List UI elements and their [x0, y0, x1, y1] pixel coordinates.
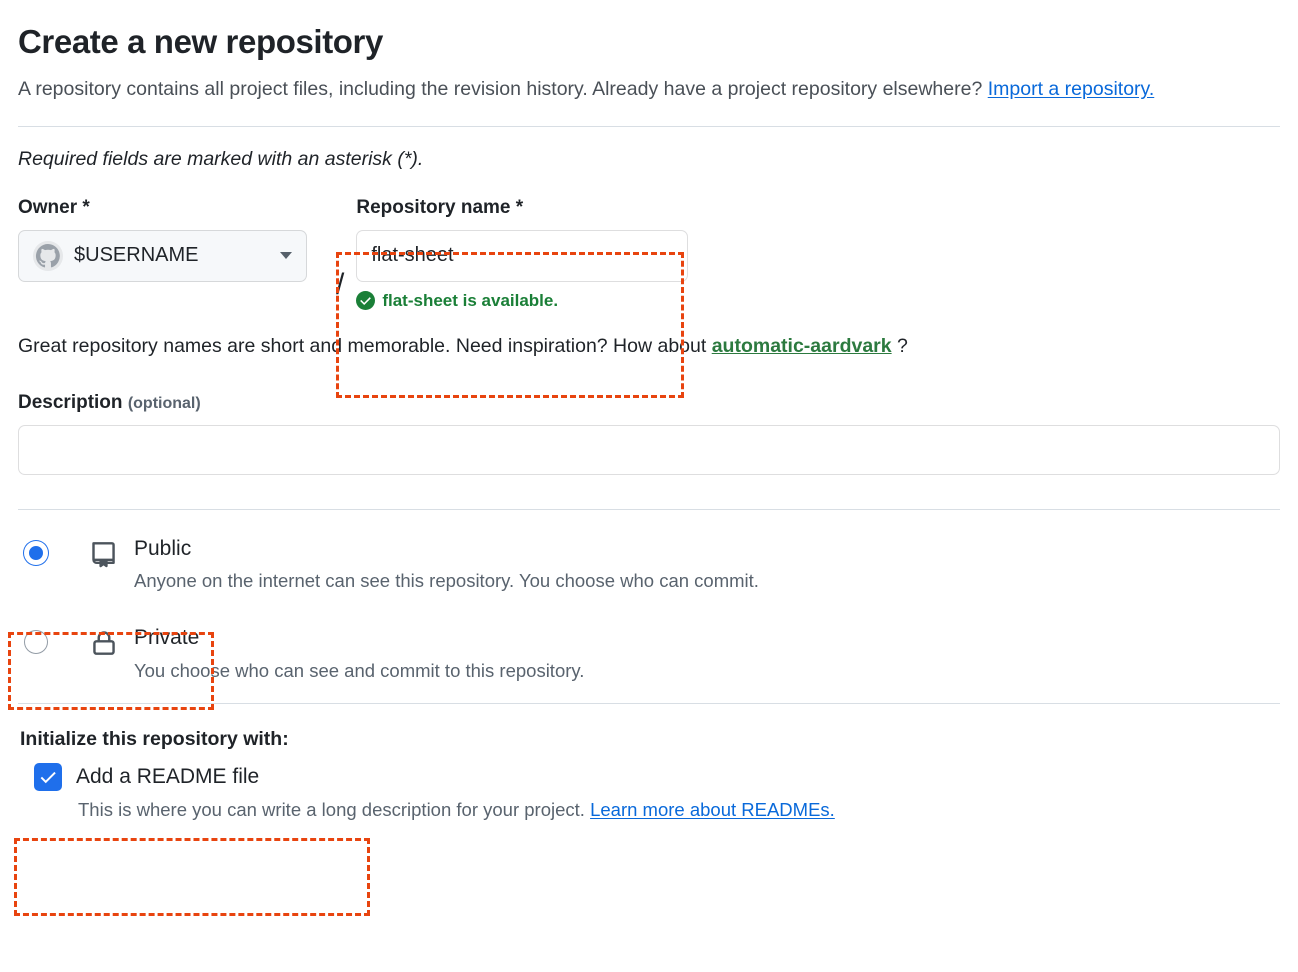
path-separator: /: [336, 267, 345, 301]
description-optional-tag: (optional): [127, 394, 201, 412]
learn-more-readmes-link[interactable]: Learn more about READMEs.: [590, 799, 835, 821]
chevron-down-icon: [280, 252, 292, 260]
visibility-radio-group: Public Anyone on the internet can see th…: [18, 537, 1280, 684]
divider-top: [18, 125, 1280, 127]
repo-book-icon: [88, 537, 120, 569]
checkmark-icon: [40, 772, 56, 784]
availability-message: flat-sheet is available.: [356, 291, 688, 311]
name-suggestion: Great repository names are short and mem…: [18, 335, 1280, 358]
radio-private[interactable]: [24, 630, 48, 655]
page-subtitle-text: A repository contains all project files,…: [18, 78, 988, 101]
readme-checkbox[interactable]: [34, 763, 62, 792]
description-input[interactable]: [18, 424, 1280, 475]
readme-checkbox-row[interactable]: Add a README file: [34, 763, 1280, 792]
repository-name-label: Repository name *: [356, 196, 524, 218]
visibility-option-private[interactable]: Private You choose who can see and commi…: [18, 626, 1280, 683]
repository-name-input[interactable]: [356, 229, 689, 282]
page-subtitle: A repository contains all project files,…: [18, 74, 1208, 104]
owner-label: Owner *: [18, 196, 90, 218]
description-label-text: Description: [18, 391, 123, 413]
annotation-box-initialize: [14, 838, 370, 916]
suggestion-text-after: ?: [891, 334, 908, 357]
suggested-name-link[interactable]: automatic-aardvark: [711, 334, 892, 357]
page-title: Create a new repository: [18, 23, 383, 60]
availability-text: flat-sheet is available.: [382, 290, 559, 310]
visibility-private-name: Private: [134, 626, 200, 650]
suggestion-text-before: Great repository names are short and mem…: [18, 334, 712, 357]
required-fields-note: Required fields are marked with an aster…: [18, 147, 424, 170]
divider-initialize: [18, 703, 1280, 705]
visibility-private-text: Private You choose who can see and commi…: [134, 626, 584, 683]
readme-checkbox-label: Add a README file: [76, 765, 260, 789]
owner-name-separator-wrap: /: [336, 197, 350, 312]
visibility-public-description: Anyone on the internet can see this repo…: [134, 570, 759, 592]
owner-value: $USERNAME: [74, 244, 199, 267]
visibility-private-description: You choose who can see and commit to thi…: [134, 660, 585, 682]
description-label: Description (optional): [18, 392, 1280, 414]
owner-field: Owner * $USERNAME: [18, 197, 336, 282]
lock-icon: [88, 626, 120, 658]
visibility-option-public[interactable]: Public Anyone on the internet can see th…: [18, 537, 1280, 594]
owner-select[interactable]: $USERNAME: [18, 229, 307, 282]
import-repository-link[interactable]: Import a repository.: [987, 78, 1155, 101]
initialize-section: Initialize this repository with: Add a R…: [18, 728, 1280, 821]
owner-and-name-row: Owner * $USERNAME / Repository name *: [18, 197, 1280, 312]
visibility-public-name: Public: [134, 536, 192, 560]
divider-visibility: [18, 508, 1280, 510]
radio-public[interactable]: [24, 540, 48, 565]
check-circle-fill-icon: [356, 291, 376, 311]
repository-name-field: Repository name * flat-sheet is availabl…: [356, 196, 689, 311]
initialize-heading: Initialize this repository with:: [20, 728, 289, 751]
readme-help-before: This is where you can write a long descr…: [78, 799, 591, 821]
visibility-public-text: Public Anyone on the internet can see th…: [134, 537, 759, 594]
github-octocat-avatar-icon: [33, 240, 63, 271]
readme-help-text: This is where you can write a long descr…: [78, 799, 1280, 821]
